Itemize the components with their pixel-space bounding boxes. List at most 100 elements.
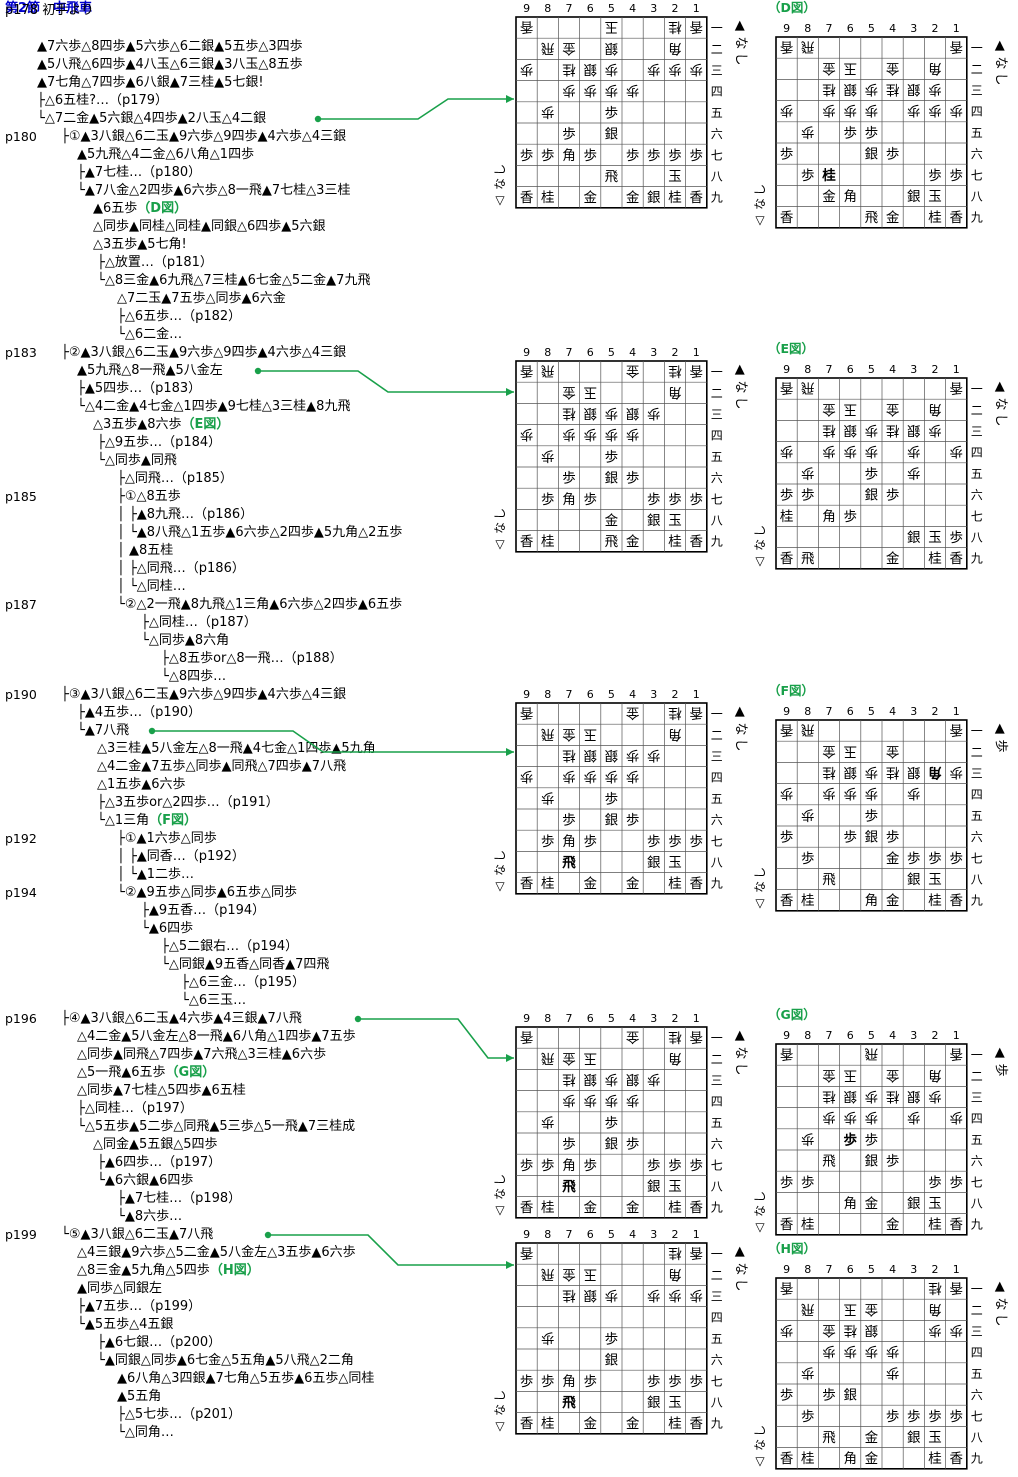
file-label: 7 xyxy=(826,705,833,718)
figure-ref[interactable]: （E図） xyxy=(181,417,230,432)
gote-piece: 角 xyxy=(668,1050,682,1066)
sente-piece: 玉 xyxy=(668,855,682,871)
gote-piece: 歩 xyxy=(822,785,836,801)
rank-label: 三 xyxy=(971,1091,983,1105)
gote-piece: 歩 xyxy=(801,464,815,480)
gote-piece: 歩 xyxy=(583,768,597,784)
gote-piece: 歩 xyxy=(865,1343,879,1359)
sente-piece: 銀 xyxy=(907,189,921,205)
gote-piece: 角 xyxy=(928,1067,942,1083)
file-label: 7 xyxy=(566,688,573,701)
tree-line: └△同歩▲8六角 xyxy=(141,633,230,648)
figure-ref[interactable]: （G図） xyxy=(165,1065,216,1080)
gote-piece: 歩 xyxy=(886,1343,900,1359)
gote-piece: 歩 xyxy=(843,1343,857,1359)
sente-piece: 金 xyxy=(886,851,900,867)
file-label: 6 xyxy=(847,22,854,35)
gote-piece: 歩 xyxy=(605,1071,619,1087)
tree-line: △1五歩▲6六歩 xyxy=(97,777,186,792)
tree-line: ├△同桂…（p187） xyxy=(141,615,257,630)
gote-piece: 歩 xyxy=(562,426,576,442)
rank-label: 九 xyxy=(711,535,723,549)
sente-piece: 歩 xyxy=(520,148,534,164)
tree-line: └▲6六銀▲6四歩 xyxy=(97,1173,194,1188)
file-label: 7 xyxy=(826,363,833,376)
file-label: 3 xyxy=(910,1263,917,1276)
sente-piece: 歩 xyxy=(668,834,682,850)
page-ref: p180 xyxy=(5,129,37,144)
gote-piece: 桂 xyxy=(562,405,576,421)
sente-piece: 歩 xyxy=(626,148,640,164)
file-label: 2 xyxy=(672,1012,679,1025)
gote-piece: 飛 xyxy=(541,1266,555,1282)
gote-piece: 歩 xyxy=(583,426,597,442)
file-label: 1 xyxy=(953,363,960,376)
sente-piece: 桂 xyxy=(821,167,836,184)
gote-piece: 歩 xyxy=(668,61,682,77)
gote-piece: 歩 xyxy=(865,102,879,118)
sente-piece: 歩 xyxy=(886,830,900,846)
sente-piece: 角 xyxy=(562,834,576,850)
file-label: 2 xyxy=(932,22,939,35)
tree-line: ├△6五桂?…（p179） xyxy=(37,93,169,108)
tree-line: ▲7六歩△8四歩▲5六歩△6二銀▲5五歩△3四歩 xyxy=(37,39,303,54)
gote-piece: 歩 xyxy=(605,1287,619,1303)
sente-piece: 歩 xyxy=(949,1175,963,1191)
file-label: 3 xyxy=(910,705,917,718)
file-label: 3 xyxy=(650,1228,657,1241)
tree-line: p178 初手より xyxy=(5,3,94,18)
rank-label: 六 xyxy=(711,813,723,827)
sente-piece: 金 xyxy=(886,1217,900,1233)
file-label: 9 xyxy=(523,688,530,701)
sente-piece: 玉 xyxy=(928,189,942,205)
gote-piece: 香 xyxy=(519,1029,533,1045)
tree-line: ├▲6四歩…（p197） xyxy=(97,1155,222,1170)
gote-piece: 桂 xyxy=(562,1071,576,1087)
sente-hand: し xyxy=(733,1278,748,1291)
rank-label: 一 xyxy=(971,724,983,738)
gote-piece: 歩 xyxy=(865,443,879,459)
gote-piece: 角 xyxy=(928,764,942,781)
gote-piece: 玉 xyxy=(843,1301,857,1317)
tree-line: ├△9五歩…（p184） xyxy=(97,435,222,450)
gote-hand: な xyxy=(753,539,767,551)
board-title: （D図） xyxy=(768,0,816,15)
sente-piece: 歩 xyxy=(647,1374,661,1390)
rank-label: 二 xyxy=(711,1268,723,1282)
sente-piece: 金 xyxy=(583,876,597,892)
sente-piece: 銀 xyxy=(907,1196,921,1212)
file-label: 9 xyxy=(523,1012,530,1025)
gote-hand: し xyxy=(493,850,507,862)
gote-piece: 香 xyxy=(519,19,533,35)
gote-piece: 桂 xyxy=(562,747,576,763)
sente-hand: し xyxy=(733,52,748,65)
file-label: 5 xyxy=(868,1263,875,1276)
sente-piece: 歩 xyxy=(583,834,597,850)
sente-mark: ▲ xyxy=(995,379,1005,394)
tree-line: △同歩▲同桂△同桂▲同銀△6四歩▲5六銀 xyxy=(93,219,326,234)
gote-piece: 銀 xyxy=(907,81,921,97)
figure-ref[interactable]: （H図） xyxy=(209,1263,260,1278)
file-label: 2 xyxy=(932,363,939,376)
sente-hand: な xyxy=(733,722,748,735)
sente-piece: 歩 xyxy=(605,449,619,465)
gote-piece: 角 xyxy=(668,384,682,400)
sente-piece: 銀 xyxy=(907,530,921,546)
figure-ref[interactable]: （F図） xyxy=(149,813,197,828)
sente-piece: 玉 xyxy=(928,530,942,546)
figure-ref[interactable]: （D図） xyxy=(137,201,188,216)
gote-piece: 金 xyxy=(822,60,836,76)
sente-piece: 歩 xyxy=(949,168,963,184)
file-label: 8 xyxy=(804,1029,811,1042)
sente-piece: 歩 xyxy=(886,147,900,163)
rank-label: 六 xyxy=(971,1388,983,1402)
gote-piece: 銀 xyxy=(604,747,618,763)
tree-line: △7二玉▲7五歩△同歩▲6六金 xyxy=(117,291,286,306)
sente-piece: 玉 xyxy=(928,1430,942,1446)
page-ref: p196 xyxy=(5,1011,37,1026)
gote-piece: 歩 xyxy=(626,768,640,784)
sente-hand: な xyxy=(993,397,1008,410)
